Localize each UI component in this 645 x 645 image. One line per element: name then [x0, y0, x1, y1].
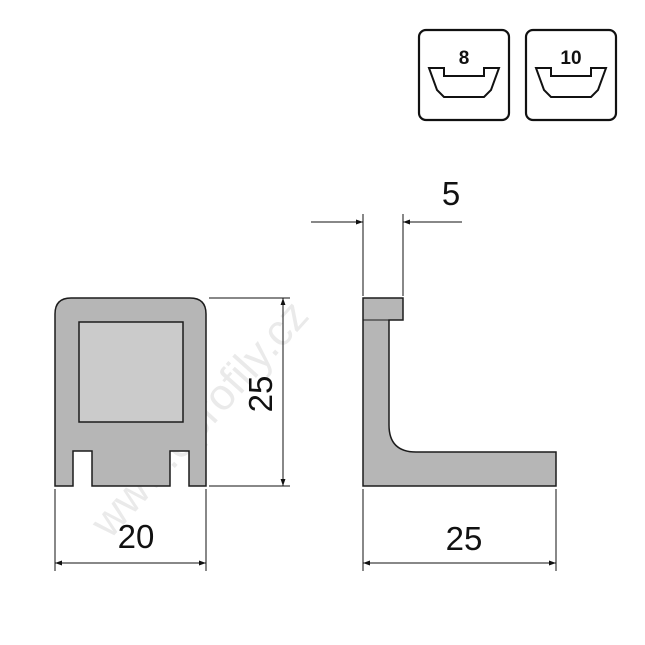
front-view: [54, 297, 207, 487]
slot-badge-8: 8: [417, 28, 511, 122]
slot-profile-8-icon: [427, 67, 501, 98]
slot-badge-8-label: 8: [459, 48, 470, 69]
dimension-side-thickness-label: 5: [442, 175, 460, 212]
dimension-side-thickness: 5: [311, 175, 462, 296]
slot-badge-10-label: 10: [560, 48, 581, 69]
dimension-front-height-label: 25: [242, 376, 279, 413]
slot-profile-10-icon: [534, 67, 608, 98]
slot-badge-10: 10: [524, 28, 618, 122]
dimension-front-width-label: 20: [118, 518, 155, 555]
dimension-side-length-label: 25: [446, 520, 483, 557]
dimension-side-length: 25: [362, 489, 557, 571]
side-view: [362, 297, 557, 487]
dimension-front-width: 20: [54, 489, 207, 571]
front-view-window: [78, 321, 184, 423]
dimension-front-height: 25: [209, 297, 290, 487]
